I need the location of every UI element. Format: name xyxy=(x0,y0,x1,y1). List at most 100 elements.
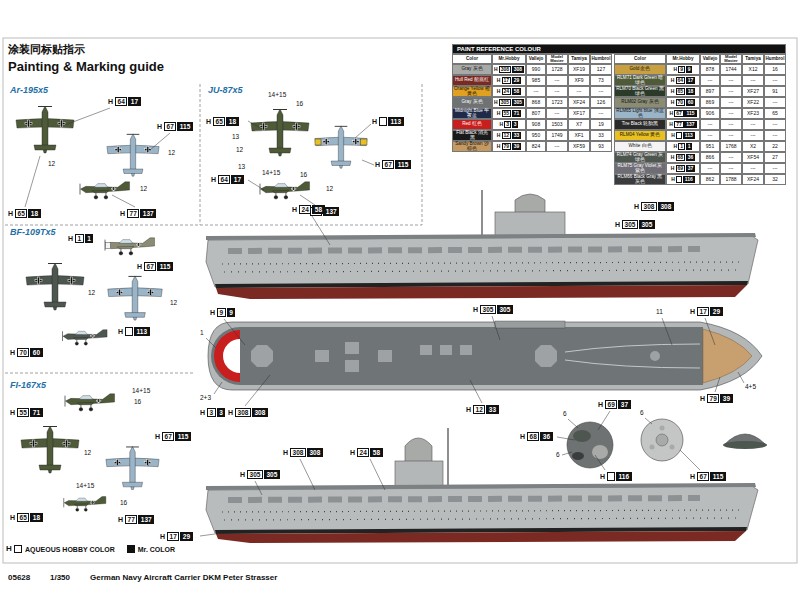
leader-line xyxy=(248,121,264,130)
table-text: Vallejo xyxy=(703,57,718,62)
mr-color-number: 17 xyxy=(686,77,696,84)
table-cell: --- xyxy=(720,97,742,108)
table-cell: 1749 xyxy=(546,130,568,141)
bf109-top-view xyxy=(26,263,84,310)
paint-callout: H67115 xyxy=(155,432,191,441)
paint-callout: H99 xyxy=(210,308,235,317)
paint-brand-letter: H xyxy=(157,123,162,130)
wooden-forecastle xyxy=(703,329,752,383)
aqueous-number: 1 xyxy=(678,143,685,150)
table-cell: 1788 xyxy=(720,174,742,185)
callout-number: 14+15 xyxy=(76,483,94,490)
mr-color-number: 71 xyxy=(30,408,42,417)
table-cell: 1723 xyxy=(546,97,568,108)
table-text: Mr.Hobby xyxy=(673,57,694,62)
paint-callout: H113 xyxy=(118,327,150,336)
callout-number: 6 xyxy=(563,411,567,418)
color-swatch: RLM02 Gray 灰色 xyxy=(614,97,666,108)
mr-color-number: 60 xyxy=(686,99,696,106)
deck-fitting xyxy=(650,351,660,361)
paint-brand-letter: H xyxy=(671,133,675,138)
leader-line xyxy=(562,452,572,455)
table-text: 990 xyxy=(532,67,540,72)
aqueous-number: 67 xyxy=(164,122,176,131)
callout-number: 14+15 xyxy=(132,388,150,395)
table-cell: X12 xyxy=(742,64,764,75)
aqueous-number: 12 xyxy=(502,132,512,139)
mr-hobby-cell: H6518 xyxy=(666,86,700,97)
table-cell: X2 xyxy=(742,141,764,152)
mr-hobby-cell: H67115 xyxy=(666,108,700,119)
table-cell: XF27 xyxy=(742,86,764,97)
paint-brand-letter: H xyxy=(372,118,377,125)
paint-brand-letter: H xyxy=(155,433,160,440)
table-text: Humbrol xyxy=(592,57,611,62)
stern-white-circle xyxy=(223,339,240,373)
table-cell: 1768 xyxy=(720,141,742,152)
table-text: 73 xyxy=(598,78,604,83)
deck-panel xyxy=(378,350,392,362)
table-text: --- xyxy=(751,78,756,83)
mr-color-number: 37 xyxy=(686,165,696,172)
paint-brand-letter: H xyxy=(120,210,125,217)
paint-brand-letter: H xyxy=(690,308,695,315)
portholes xyxy=(222,262,740,264)
table-cell: 869 xyxy=(700,97,720,108)
mr-color-number: 37 xyxy=(618,400,630,409)
deck-panel xyxy=(345,342,359,354)
paint-callout: H67115 xyxy=(157,122,193,131)
legend-sample xyxy=(14,545,22,553)
hull-red xyxy=(216,285,747,299)
bf109-under-view xyxy=(108,276,163,320)
paint-brand-letter: H xyxy=(600,473,605,480)
paint-brand-letter: H xyxy=(8,210,13,217)
empty-paint-box xyxy=(125,327,133,336)
table-text: 126 xyxy=(597,100,605,105)
aqueous-number: 308 xyxy=(290,448,306,457)
table-text: --- xyxy=(555,111,560,116)
mr-hobby-cell: H1233 xyxy=(492,130,526,141)
mr-color-number: 115 xyxy=(157,262,173,271)
paint-brand-letter: H xyxy=(210,309,215,316)
mast xyxy=(447,428,448,486)
callout-number: 12 xyxy=(326,186,333,193)
color-swatch: RLM65 Light blue 浅蓝色 xyxy=(614,108,666,119)
table-text: 91 xyxy=(772,89,778,94)
mr-color-number: 29 xyxy=(710,307,722,316)
mr-color-number: 18 xyxy=(686,88,696,95)
table-text: 33 xyxy=(598,133,604,138)
color-name: Orange Yellow 橙黄色 xyxy=(454,87,490,97)
table-text: --- xyxy=(773,100,778,105)
table-cell: 862 xyxy=(700,174,720,185)
paint-callout: H2458 xyxy=(292,205,325,214)
table-cell: --- xyxy=(742,75,764,86)
paint-brand-letter: H xyxy=(671,100,675,105)
leader-line xyxy=(245,375,270,406)
color-swatch: Orange Yellow 橙黄色 xyxy=(452,86,492,97)
aqueous-number: 24 xyxy=(299,205,311,214)
callout-number: 14+15 xyxy=(268,92,286,99)
aircraft-figures xyxy=(16,106,367,511)
portholes xyxy=(224,270,736,272)
leader-line xyxy=(362,160,374,165)
leader-line xyxy=(200,533,222,536)
table-text: Model Master xyxy=(721,55,741,64)
paint-brand-letter: H xyxy=(118,328,123,335)
table-text: --- xyxy=(555,144,560,149)
color-name: RLM75 Gray Violet 灰紫色 xyxy=(616,164,664,174)
table-cell: --- xyxy=(700,130,720,141)
aqueous-number: 79 xyxy=(502,143,512,150)
table-cell: --- xyxy=(590,86,612,97)
leader-line xyxy=(248,180,264,190)
paint-brand-letter: H xyxy=(500,122,504,127)
mr-hobby-cell: H116 xyxy=(666,174,700,185)
leader-line xyxy=(557,437,575,440)
mr-color-number: 137 xyxy=(323,207,339,216)
page-frame xyxy=(3,38,797,563)
table-text: --- xyxy=(729,122,734,127)
funnel xyxy=(405,438,432,462)
leader-lines xyxy=(25,108,744,536)
table-text: Tamiya xyxy=(571,57,587,62)
color-name: Flat Black 消光黑 xyxy=(454,131,490,141)
empty-paint-box xyxy=(379,117,387,126)
